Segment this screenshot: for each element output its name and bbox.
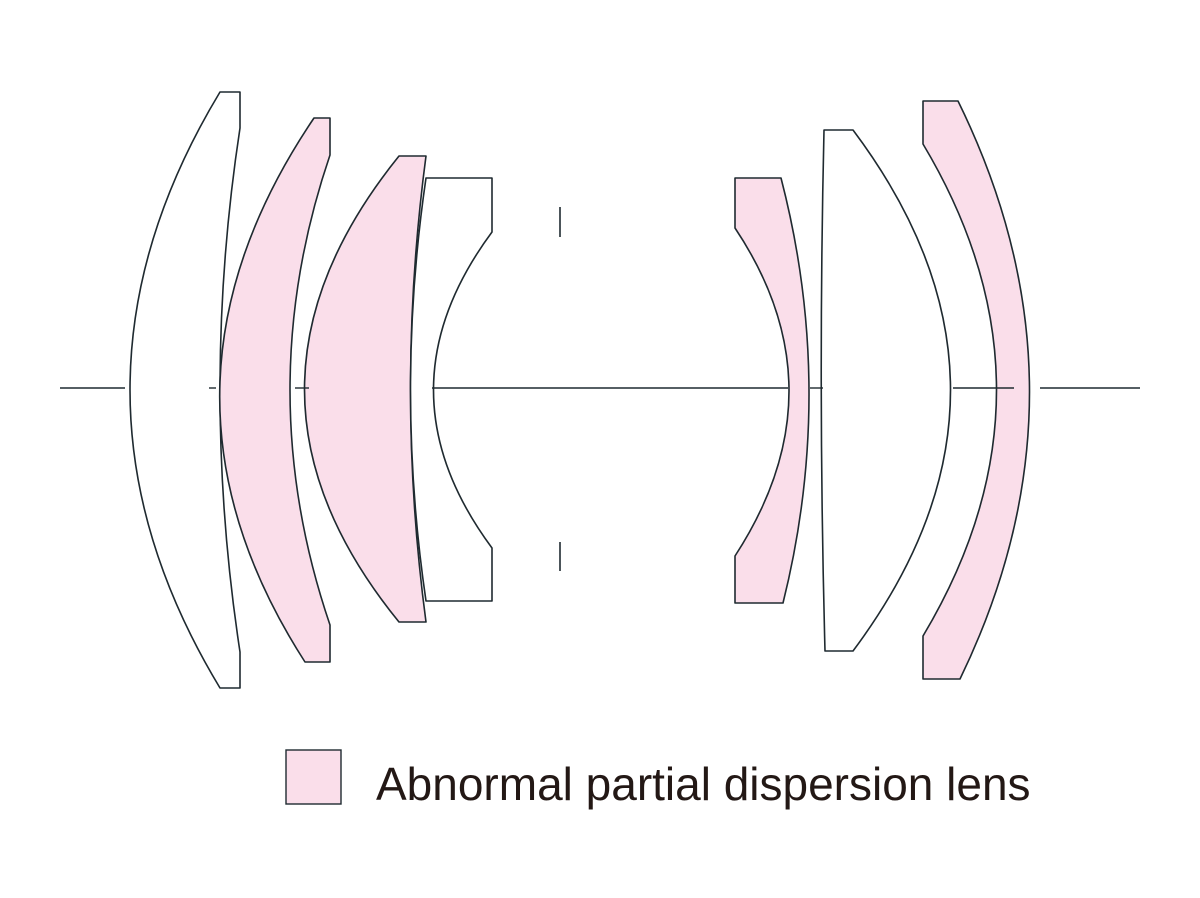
lens-element-2 [218, 117, 331, 663]
lens-element-5 [734, 177, 810, 604]
legend-label: Abnormal partial dispersion lens [376, 758, 1031, 810]
lens-element-6 [820, 129, 952, 652]
legend: Abnormal partial dispersion lens [285, 749, 1031, 810]
lens-element-7 [922, 100, 1031, 680]
lens-element-1 [129, 91, 241, 689]
lens-element-3 [303, 155, 427, 623]
lens-element-4 [409, 177, 493, 602]
legend-swatch [285, 749, 342, 805]
